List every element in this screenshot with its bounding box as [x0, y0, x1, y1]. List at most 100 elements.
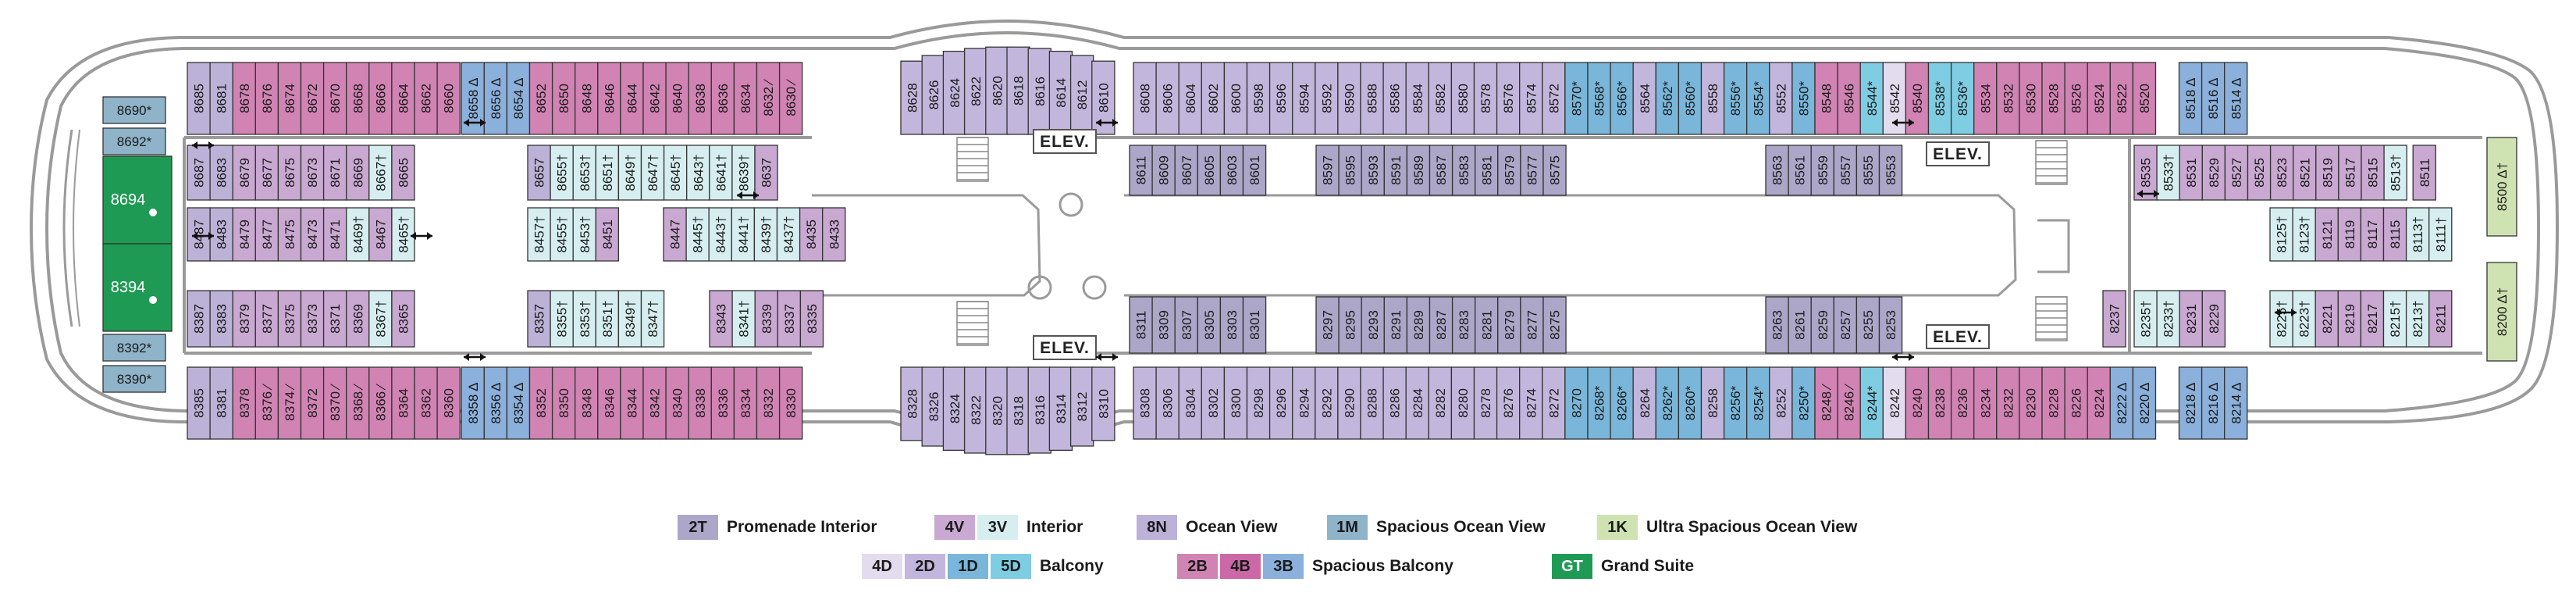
- cabin-inner_top-28: 8595: [1338, 145, 1362, 196]
- cabin-number: 8225†: [2275, 300, 2290, 337]
- cabin-cell: [963, 366, 988, 454]
- cabin-cell: [1006, 366, 1030, 455]
- cabin-cell: [1973, 62, 1998, 135]
- cabin-cell: [1178, 366, 1202, 440]
- cabin-number: 8670: [328, 84, 343, 113]
- cabin-bot_outer-11: 8360: [436, 366, 461, 440]
- cabin-number: 8447: [668, 220, 683, 249]
- cabin-top_outer-53: 8576: [1496, 62, 1521, 135]
- cabin-inner_mid_top-1: 8483: [209, 207, 233, 262]
- cabin-bot_outer-45: 8292: [1315, 366, 1339, 440]
- suite-cell: [102, 243, 173, 332]
- cabin-number: 8584: [1411, 84, 1425, 113]
- cabin-number: 8677: [260, 158, 275, 188]
- cabin-cell: [2019, 366, 2043, 440]
- cabin-number: 8341†: [737, 300, 752, 337]
- cabin-number: 8608: [1138, 84, 1153, 113]
- cabin-number: 8580: [1456, 84, 1471, 113]
- cabin-cell: [2338, 145, 2362, 201]
- cabin-cell: [2041, 62, 2065, 135]
- cabin-inner_mid_bot-19: 8337: [777, 290, 802, 348]
- elevator-box: [1033, 335, 1097, 360]
- cabin-number: 8520: [2137, 84, 2152, 113]
- cabin-cell: [1905, 366, 1930, 440]
- cabin-top_outer-15: 8652: [528, 62, 553, 135]
- cabin-number: 8309: [1157, 310, 1172, 340]
- cabin-bot_outer-41: 8300: [1223, 366, 1248, 440]
- cabin-inner_top-11: 8655†: [550, 145, 574, 201]
- cabin-cell: [1769, 366, 1793, 440]
- cabin-inner_top-8: 8667†: [368, 145, 393, 201]
- cabin-number: 8515: [2366, 158, 2381, 188]
- cabin-number: 8581: [1479, 155, 1494, 185]
- cabin-cell: [2109, 62, 2134, 135]
- cabin-number: 8270: [1569, 388, 1584, 418]
- cabin-fwd_top-1: 8692*: [102, 127, 166, 155]
- cabin-number: 8672: [305, 84, 320, 113]
- cabin-inner_top-0: 8687: [187, 145, 211, 201]
- cabin-top_outer-44: 8594: [1292, 62, 1316, 135]
- cabin-number: 8524: [2092, 84, 2107, 113]
- cabin-number: 8647†: [646, 154, 660, 191]
- cabin-bot_outer-69: 8244*: [1859, 366, 1884, 440]
- cabin-inner_bot-13: 8281: [1475, 296, 1499, 354]
- cabin-inner_mid_top-19: 8437†: [776, 207, 801, 262]
- cabin-number: 8535: [2139, 158, 2154, 188]
- cabin-inner_bot-21: 8255: [1856, 296, 1880, 354]
- cabin-cell: [2360, 207, 2385, 262]
- bow-ellipse: [62, 129, 73, 327]
- cabin-inner_bot-18: 8261: [1788, 296, 1812, 354]
- connecting-arrow: [464, 119, 486, 127]
- cabin-cell: [2315, 145, 2339, 201]
- connecting-arrow: [1892, 353, 1914, 361]
- cabin-bot_outer-27: 8328: [900, 366, 924, 441]
- cabin-cell: [2178, 62, 2203, 135]
- cabin-number: 8303: [1225, 310, 1240, 340]
- cabin-cell: [1155, 62, 1179, 135]
- cabin-top_outer-16: 8650: [551, 62, 576, 135]
- cabin-number: 8274: [1524, 388, 1539, 418]
- cabin-inner_top-35: 8579: [1497, 145, 1521, 196]
- cabin-top_outer-48: 8586: [1382, 62, 1407, 135]
- cabin-cell: [1788, 145, 1812, 196]
- cabin-number: 8651†: [600, 154, 615, 191]
- cabin-bot_outer-43: 8296: [1268, 366, 1293, 440]
- cabin-number: 8587: [1434, 155, 1449, 185]
- cabin-cell: [1450, 366, 1475, 440]
- cabin-top_outer-61: 8560*: [1678, 62, 1703, 135]
- cabin-number: 8588: [1365, 84, 1380, 113]
- cabin-number: 8644: [624, 84, 639, 113]
- cabin-number: 8681: [215, 84, 229, 113]
- connecting-arrow: [411, 232, 432, 240]
- stairs-icon: [2035, 296, 2068, 341]
- cabin-top_outer-52: 8578: [1473, 62, 1498, 135]
- cabin-number: 8373: [305, 304, 320, 334]
- legend-swatch-3b: 3B: [1263, 554, 1304, 579]
- cabin-cell: [461, 366, 485, 440]
- cabin-number: 8453†: [578, 216, 592, 252]
- cabin-cell: [254, 290, 279, 348]
- cabin-cell: [391, 207, 415, 262]
- cabin-number: 8289: [1411, 310, 1426, 340]
- cabin-inner_bot-11: 8287: [1429, 296, 1453, 354]
- cabin-cell: [1223, 366, 1248, 440]
- cabin-inner_mid_top-23: 8123†: [2292, 207, 2316, 262]
- cabin-number: 8552: [1774, 84, 1788, 113]
- cabin-number: 8290: [1342, 388, 1357, 418]
- cabin-number: 8636: [716, 84, 731, 113]
- cabin-cell: [1129, 296, 1153, 354]
- cabin-cell: [2428, 290, 2453, 348]
- cabin-cell: [2224, 366, 2248, 440]
- cabin-inner_top-50: 8523: [2269, 145, 2294, 201]
- elevator-box: [1926, 324, 1990, 349]
- cabin-cell: [322, 145, 347, 201]
- cabin-cell: [1360, 62, 1384, 135]
- cabin-cell: [1337, 366, 1361, 440]
- cabin-number: 8376 ⁄: [260, 383, 275, 421]
- cabin-number: 8517: [2343, 158, 2357, 188]
- cabin-top_outer-34: 8614: [1048, 50, 1073, 135]
- cabin-bot_outer-60: 8262*: [1655, 366, 1680, 440]
- cabin-number: 8230: [2023, 388, 2038, 418]
- cabin-cell: [1996, 62, 2020, 135]
